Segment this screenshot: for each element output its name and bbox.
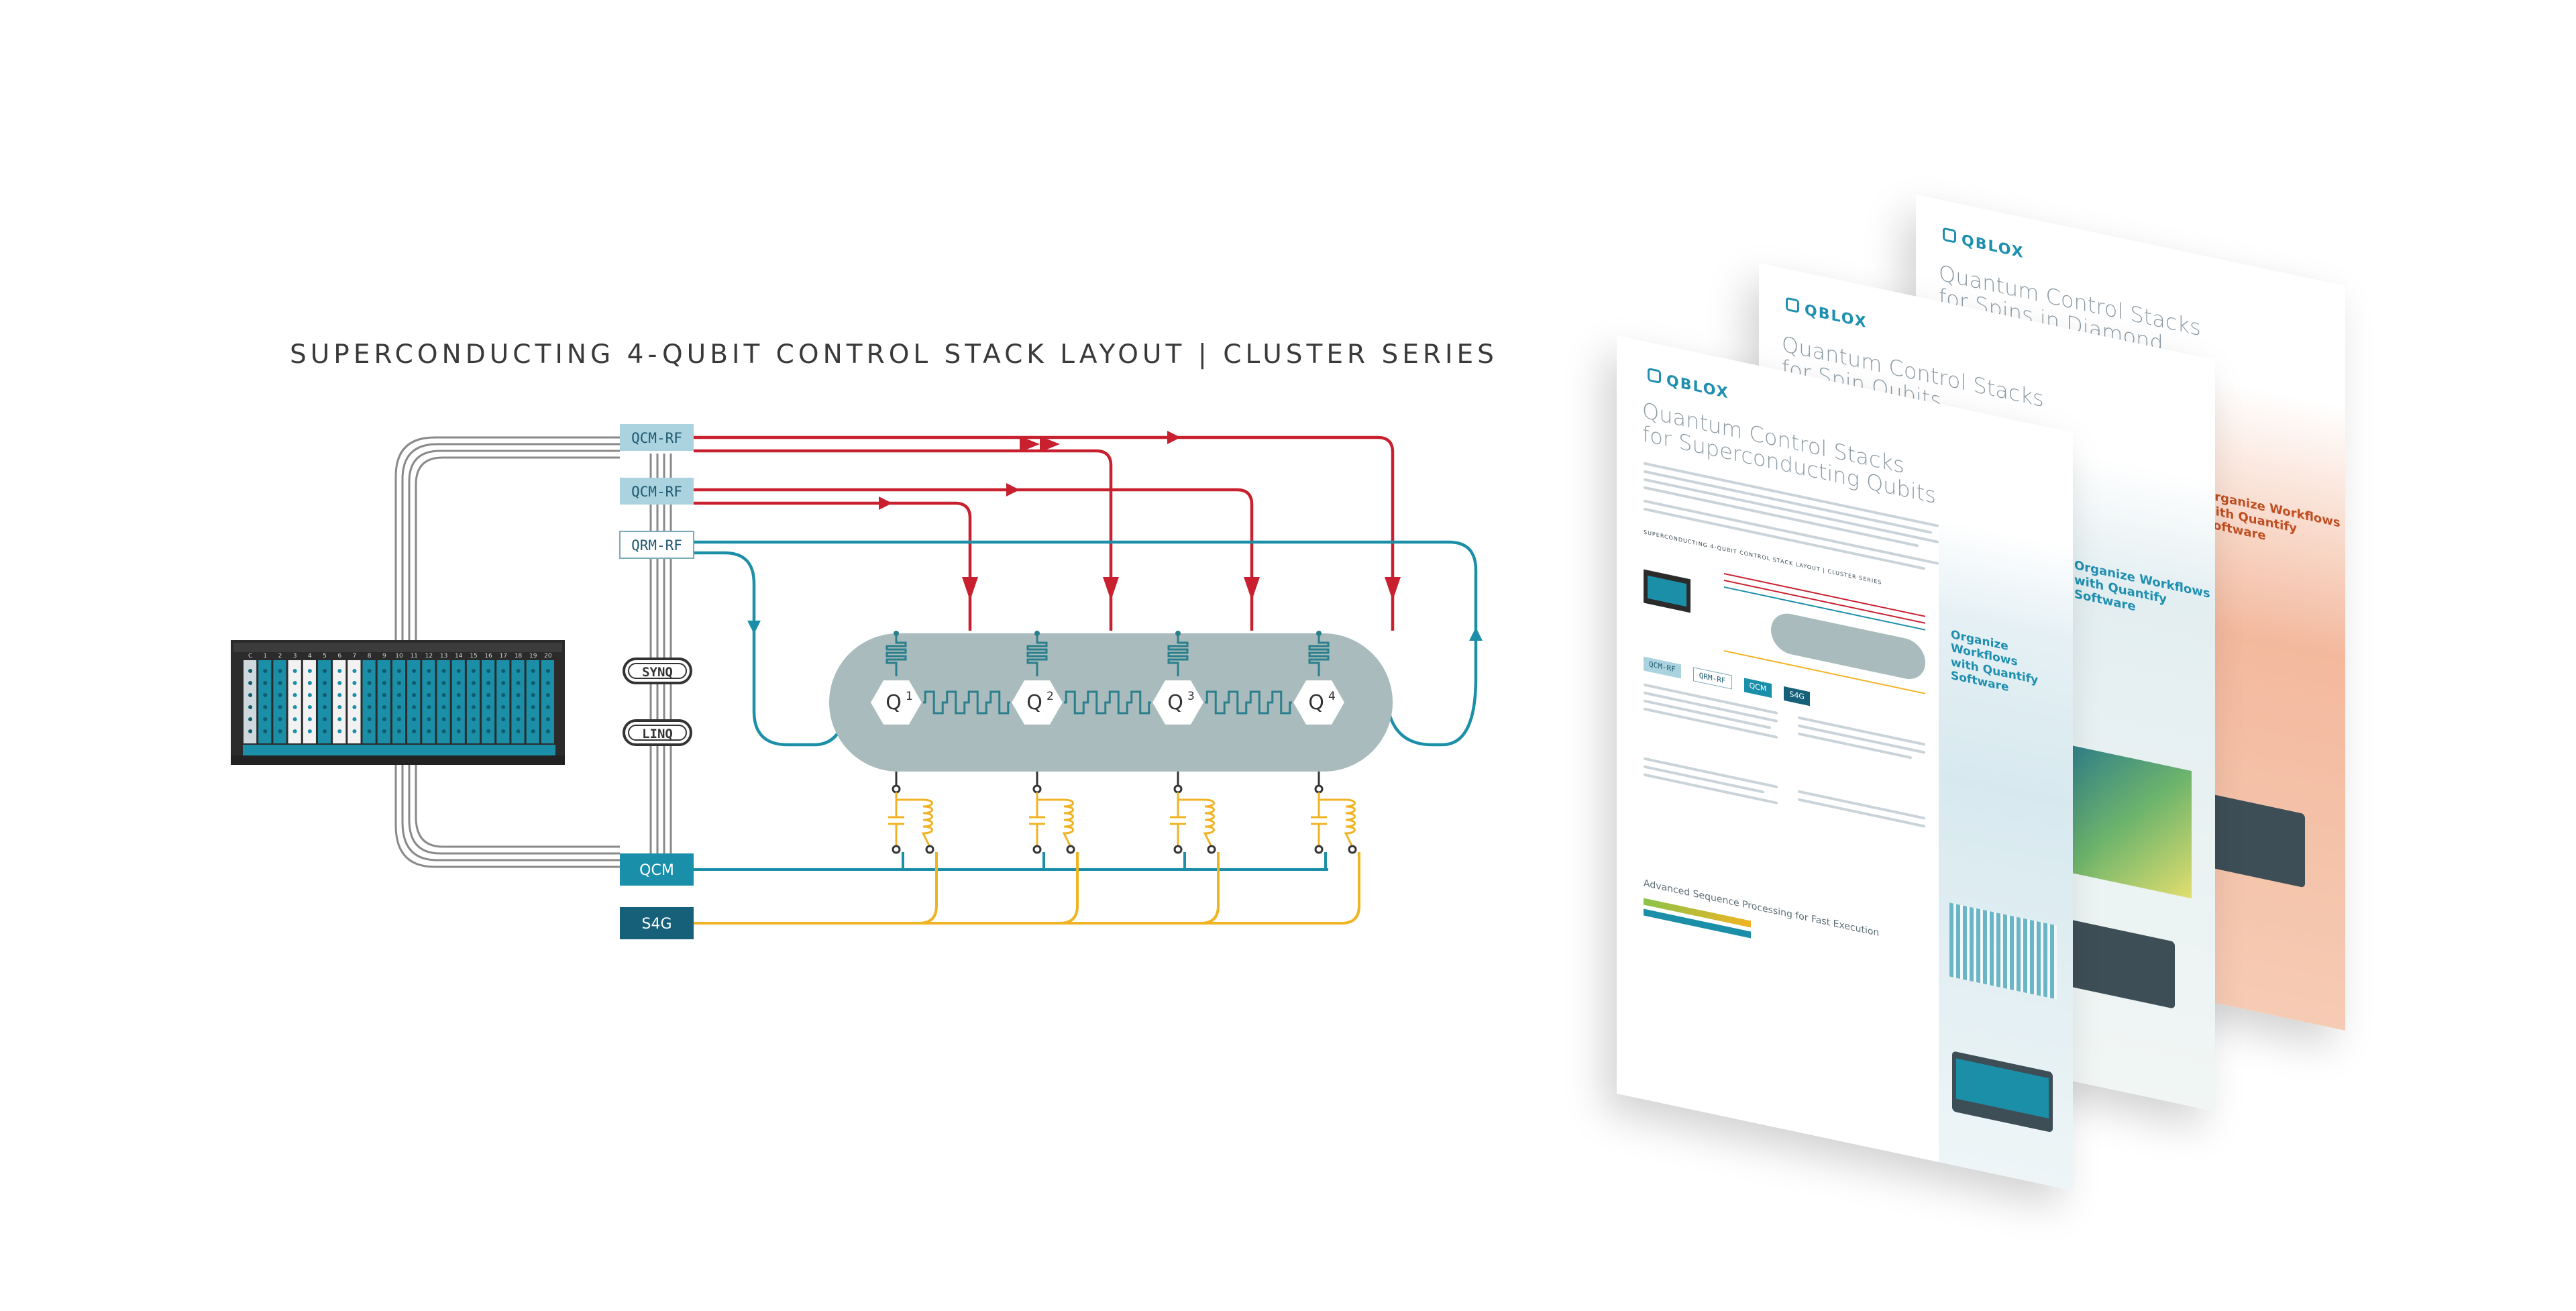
qubit-coupler [1064,690,1151,715]
cluster-slot-number: 14 [455,653,463,660]
linq-module[interactable]: LINQ [623,719,692,746]
readout-resonator [1167,633,1189,676]
readout-resonator [885,633,907,676]
qubit-chip [829,633,1393,772]
readout-resonator [1026,633,1048,676]
cluster-slot [392,660,406,743]
cluster-slot-number: 4 [308,653,312,660]
cluster-slot [273,660,286,743]
cluster-slot-number: 2 [278,653,282,660]
cluster-slot-number: 9 [382,653,386,660]
s4g-bias-lines [694,852,1360,925]
flux-coupler [1170,772,1216,854]
s4g-module[interactable]: S4G [620,907,694,939]
qrm-rf-module[interactable]: QRM-RF [619,531,694,559]
diagram-title: SUPERCONDUCTING 4-QUBIT CONTROL STACK LA… [290,339,1498,370]
qrm-rf-label: QRM-RF [631,537,682,554]
cluster-slot [244,660,257,743]
qubit-superscript: 1 [906,690,913,703]
cluster-slot-number: 12 [425,653,433,660]
synq-module[interactable]: SYNQ [623,658,692,684]
cluster-slot [317,660,331,743]
qubit-coupler [1205,690,1292,715]
cluster-slot-number: 19 [529,653,537,660]
cluster-slot-number: 10 [395,653,403,660]
qubit-label: Q [1026,691,1042,715]
qcm-rf-label-1: QCM-RF [631,430,682,446]
qubit-superscript: 2 [1046,690,1054,703]
cluster-slot [437,660,450,743]
cluster-slot-number: 3 [293,653,297,660]
cluster-slot [511,660,525,743]
qubit-superscript: 3 [1187,690,1195,703]
brochure-tag-qcm-rf: QCM-RF [1644,656,1681,679]
brochure-tag-s4g: S4G [1784,686,1810,706]
cluster-slot [303,660,316,743]
readout-resonators [885,631,1330,715]
cluster-slot-number: 13 [440,653,447,660]
qubit-label: Q [885,691,902,715]
cluster-slot-number: 6 [337,653,341,660]
cluster-slot-number: 18 [515,653,523,660]
cluster-slot [466,660,480,743]
cluster-slot [422,660,435,743]
brochure-logo: QBLOX [1805,301,1868,332]
cluster-slot-number: 15 [470,653,477,660]
cluster-slot [288,660,301,743]
flux-coupler [1311,772,1357,854]
qcm-rf-module-2[interactable]: QCM-RF [620,478,694,505]
synq-label: SYNQ [642,665,673,680]
qubit-coupler [923,690,1010,715]
cluster-slot-number: 8 [368,653,372,660]
cluster-slot-number: 11 [410,653,417,660]
brochure-logo: QBLOX [1666,372,1729,403]
cluster-slot-number: 7 [353,653,357,660]
flux-coupler [1029,772,1075,854]
qcm-flux-lines [694,852,1328,871]
rf-drive-lines [694,431,1401,631]
cluster-slot [482,660,495,743]
readout-resonator [1308,633,1330,676]
qubit-label: Q [1308,691,1324,715]
cluster-slot [451,660,465,743]
cluster-slot [526,660,539,743]
cluster-slot [258,660,272,743]
cluster-slot [541,660,554,743]
readout-line [694,540,1483,747]
qcm-module[interactable]: QCM [620,853,694,886]
qcm-rf-label-2: QCM-RF [631,484,682,500]
linq-label: LINQ [642,727,673,741]
brochure-logo: QBLOX [1962,231,2025,262]
cluster-slot [333,660,346,743]
cluster-slot [496,660,510,743]
cluster-slot [347,660,361,743]
qubit-label: Q [1167,691,1183,715]
qubit-superscript: 4 [1328,690,1336,703]
cluster-slot-number: 16 [484,653,492,660]
brochure-tag-qrm-rf: QRM-RF [1693,667,1732,690]
brochure-tag-qcm: QCM [1743,678,1772,698]
cluster-slot-number: 20 [544,653,552,660]
cluster-slot-number: 5 [323,653,327,660]
s4g-label: S4G [641,916,672,933]
cluster-slot-number: 17 [500,653,507,660]
cluster-slot-number: 1 [263,653,267,660]
cluster-slot [377,660,390,743]
qcm-rf-module-1[interactable]: QCM-RF [620,424,694,451]
qcm-label: QCM [639,862,674,879]
cluster-slot [362,660,376,743]
qubit-couplers [888,772,1357,854]
flux-coupler [888,772,934,854]
cluster-slot-number: C [248,653,252,660]
cluster-slot [407,660,421,743]
